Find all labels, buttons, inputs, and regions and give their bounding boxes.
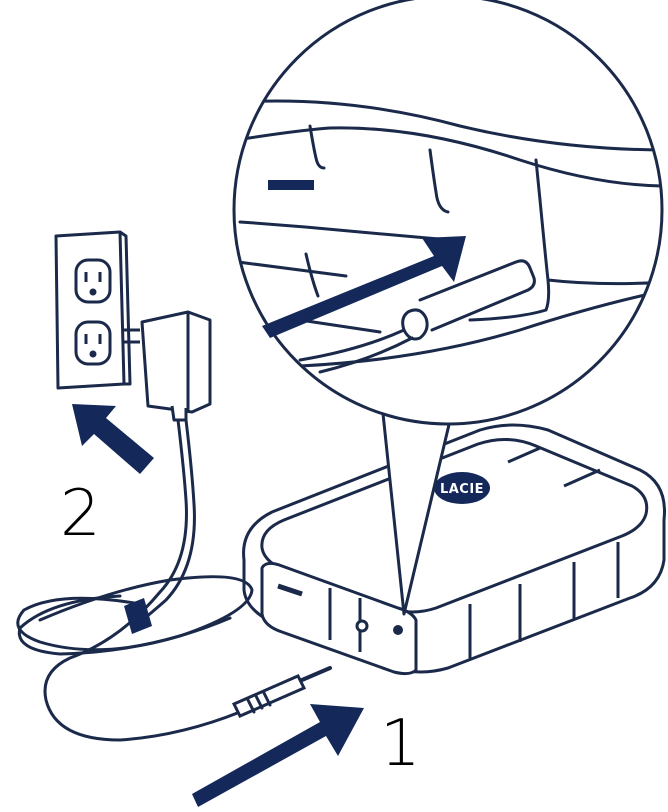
dc-plug-grip xyxy=(246,691,272,714)
outlet-plate-edge xyxy=(119,230,132,386)
zoom-port-slot xyxy=(268,180,314,190)
step-2-label: 2 xyxy=(60,477,101,551)
bumper-rib xyxy=(507,446,601,488)
zoom-insert-arrow xyxy=(262,236,466,338)
zoom-dc-plug-collar xyxy=(401,308,429,341)
zoom-cable xyxy=(298,328,406,362)
cable-coil xyxy=(17,594,232,656)
zoom-drive-layer xyxy=(238,220,452,242)
adapter-prongs xyxy=(124,328,140,344)
power-cable xyxy=(16,418,332,742)
zoom-cable xyxy=(318,336,414,374)
step-2-arrow xyxy=(72,404,154,474)
drive-port-round xyxy=(355,619,369,633)
outlet-socket-bottom xyxy=(74,320,112,366)
step-1-arrow xyxy=(192,704,364,807)
step-1-label: 1 xyxy=(380,707,421,781)
zoom-drive-top-edge xyxy=(238,99,662,152)
outlet-socket-top xyxy=(74,258,112,304)
drive-led xyxy=(393,625,403,635)
zoom-port-housing xyxy=(468,158,551,322)
zoom-dc-plug xyxy=(418,259,536,332)
wall-outlet xyxy=(54,230,132,390)
power-adapter xyxy=(124,310,212,422)
zoom-drive-layer xyxy=(234,126,662,188)
zoom-circle xyxy=(232,0,664,426)
svg-text:LACIE: LACIE xyxy=(440,482,484,497)
lacie-logo: LACIE xyxy=(434,472,490,504)
hard-drive xyxy=(242,423,666,676)
zoom-callout-pointer xyxy=(380,403,454,616)
adapter-strain-relief xyxy=(170,405,188,422)
dc-plug-tip xyxy=(300,666,332,682)
drive-port-slot xyxy=(277,583,303,597)
zoom-rib xyxy=(304,252,320,298)
cable-tie xyxy=(124,598,152,634)
dc-plug-body xyxy=(231,674,307,718)
zoom-drive-layer xyxy=(236,260,348,278)
zoom-drive-layer xyxy=(298,288,662,368)
zoom-rib xyxy=(308,124,326,170)
zoom-rib xyxy=(428,148,450,214)
adapter-body xyxy=(140,310,212,414)
